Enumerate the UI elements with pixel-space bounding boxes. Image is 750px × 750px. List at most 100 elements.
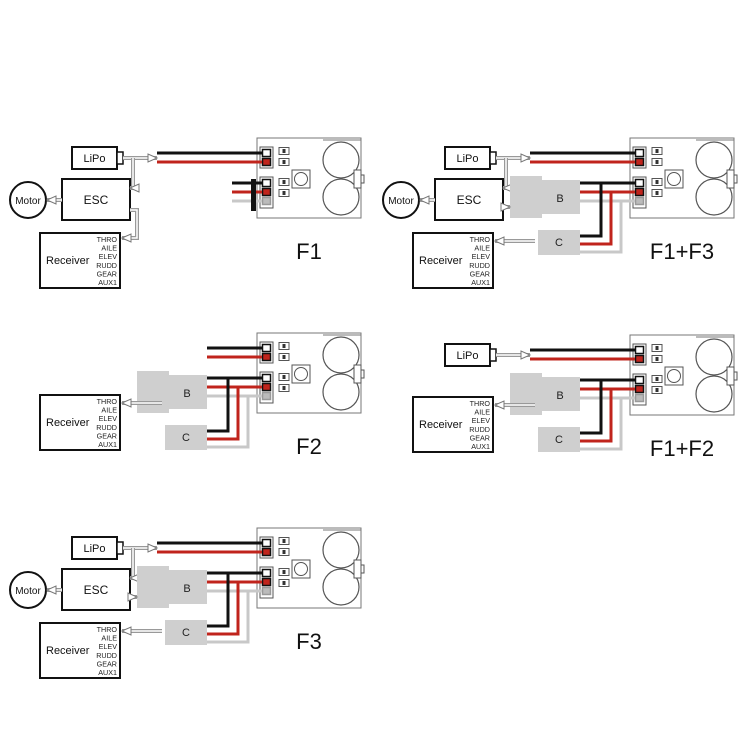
lipo-label: LiPo <box>83 543 105 555</box>
connector-pin <box>634 178 645 188</box>
motor-label: Motor <box>388 196 414 207</box>
side-tab-nub <box>733 174 738 184</box>
led-mark <box>282 160 286 164</box>
lipo-label: LiPo <box>456 153 478 165</box>
black-wire <box>207 573 230 628</box>
led-mark <box>282 550 286 554</box>
led-mark <box>655 346 659 350</box>
arrow-head-icon <box>418 195 430 205</box>
arrow-head-icon <box>120 233 132 243</box>
signal-wire <box>580 398 623 451</box>
led-mark <box>655 149 659 153</box>
esc-to-receiver-arrow <box>120 208 139 243</box>
arrow-head-icon <box>500 202 512 212</box>
panel-f1: ReceiverTHROAILEELEVRUDDGEARAUX1LiPoESCM… <box>9 137 365 289</box>
module-c <box>165 425 207 450</box>
receiver-channel-aux1: AUX1 <box>98 668 117 677</box>
receiver-label: Receiver <box>46 255 90 267</box>
lipo-plug <box>116 151 124 165</box>
led-mark <box>655 191 659 195</box>
connector-pin <box>634 157 645 167</box>
lipo-to-board-arrow <box>123 153 159 163</box>
arrow-head-icon <box>520 153 532 163</box>
lipo-label: LiPo <box>456 350 478 362</box>
push-button-icon <box>294 562 308 576</box>
coin-cell-icon <box>695 375 733 413</box>
led-mark <box>282 355 286 359</box>
module-b <box>137 371 207 413</box>
receiver-channel-aux1: AUX1 <box>98 278 117 287</box>
esc-label: ESC <box>457 193 482 207</box>
push-button-icon <box>294 367 308 381</box>
arrow-head-icon <box>493 400 505 410</box>
lipo-to-esc-arrow <box>501 158 513 193</box>
connector-pin <box>261 148 272 158</box>
receiver-channel-thro: THRO <box>470 235 491 244</box>
receiver-label: Receiver <box>46 417 90 429</box>
module-b <box>510 373 580 415</box>
receiver-channel-aux1: AUX1 <box>471 442 490 451</box>
receiver-box <box>39 622 121 679</box>
red-wire <box>207 582 240 636</box>
connector-pin <box>261 352 272 362</box>
receiver-channel-aux1: AUX1 <box>98 440 117 449</box>
panel-f1-plus-f3: ReceiverTHROAILEELEVRUDDGEARAUX1LiPoESCM… <box>382 137 738 289</box>
receiver-box <box>412 396 494 453</box>
side-tab-nub <box>360 564 365 574</box>
receiver-channel-thro: THRO <box>470 399 491 408</box>
side-tab <box>726 169 735 189</box>
connector-pin <box>261 568 272 578</box>
plug-housing <box>251 179 256 211</box>
red-wire <box>207 387 240 441</box>
led-mark <box>655 180 659 184</box>
led-mark <box>655 377 659 381</box>
module-b <box>510 176 580 218</box>
panel-f3: ReceiverTHROAILEELEVRUDDGEARAUX1LiPoESCM… <box>9 527 365 679</box>
connector-pin <box>261 157 272 167</box>
module-c-label: C <box>555 237 563 249</box>
esc-box <box>434 178 504 221</box>
arrow-head-icon <box>128 183 140 193</box>
config-title: F1 <box>296 239 322 264</box>
receiver-channel-gear: GEAR <box>97 659 117 668</box>
controller-board <box>629 334 738 416</box>
connector-pin <box>261 178 272 188</box>
receiver-channel-gear: GEAR <box>97 431 117 440</box>
controller-board <box>256 527 365 609</box>
side-tab-nub <box>360 174 365 184</box>
signal-wire <box>580 201 623 254</box>
connector-pin <box>261 547 272 557</box>
esc-to-motor-arrow <box>45 195 62 205</box>
lipo-label: LiPo <box>83 153 105 165</box>
config-title: F3 <box>296 629 322 654</box>
receiver-channel-rudd: RUDD <box>96 423 117 432</box>
receiver-box <box>412 232 494 289</box>
receiver-label: Receiver <box>419 419 463 431</box>
connector-pin <box>261 382 272 392</box>
arrow-head-icon <box>45 195 57 205</box>
connector-pin <box>634 148 645 158</box>
module-b-label: B <box>556 390 563 402</box>
receiver-channel-rudd: RUDD <box>96 261 117 270</box>
connector-pin <box>261 577 272 587</box>
receiver-channel-gear: GEAR <box>97 269 117 278</box>
signal-wire <box>207 396 250 449</box>
receiver-channel-rudd: RUDD <box>96 651 117 660</box>
receiver-label: Receiver <box>419 255 463 267</box>
module-c <box>538 230 580 255</box>
esc-to-motor-arrow <box>418 195 435 205</box>
receiver-channel-rudd: RUDD <box>469 261 490 270</box>
motor-label: Motor <box>15 196 41 207</box>
receiver-channel-elev: ELEV <box>99 414 118 423</box>
config-title: F1+F2 <box>650 436 714 461</box>
led-mark <box>655 388 659 392</box>
connector-pin <box>261 373 272 383</box>
config-title: F1+F3 <box>650 239 714 264</box>
black-wire <box>207 378 230 433</box>
connector-pin <box>634 375 645 385</box>
receiver-channel-rudd: RUDD <box>469 425 490 434</box>
connector-pin <box>634 345 645 355</box>
receiver-channel-thro: THRO <box>97 397 118 406</box>
lipo-to-esc-arrow <box>128 158 140 193</box>
